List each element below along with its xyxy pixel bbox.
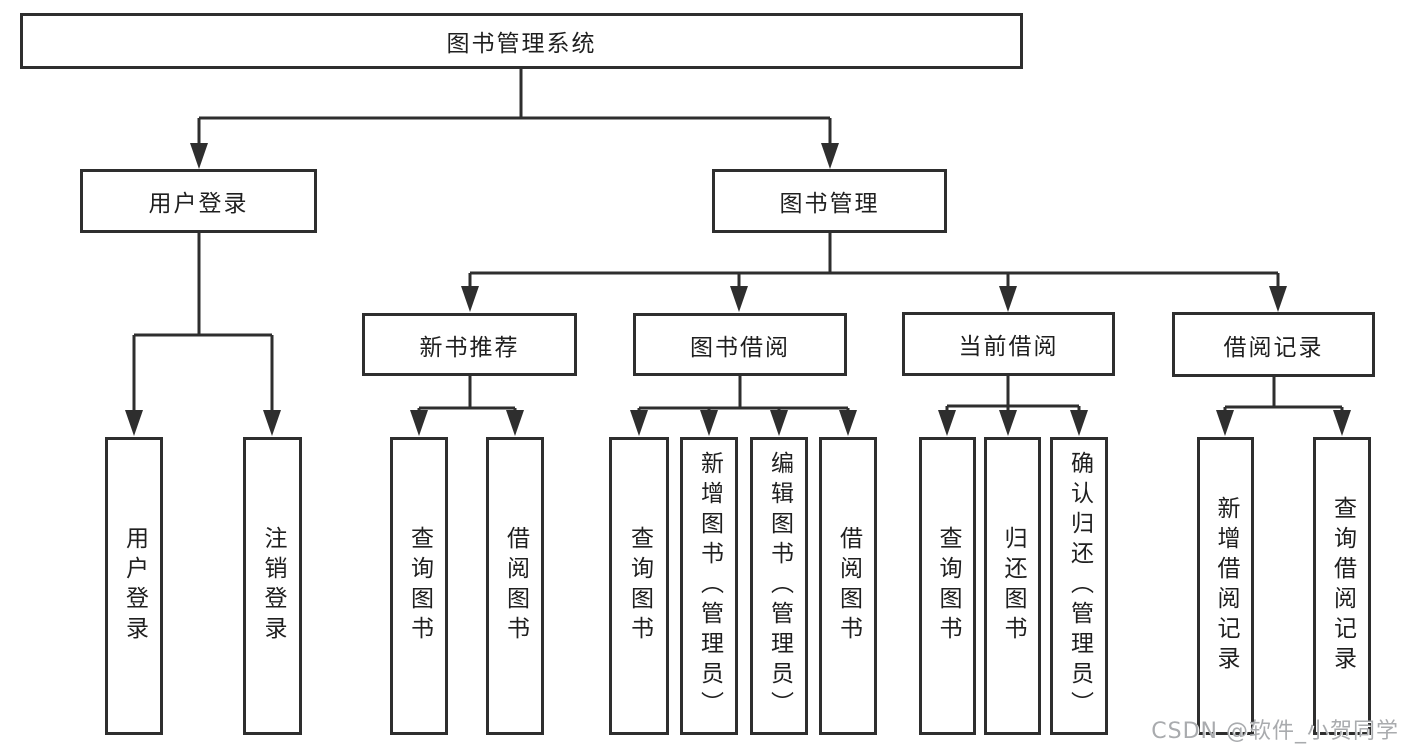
node-label: 用户登录	[148, 191, 249, 217]
node-borrowing-records: 借阅记录	[1172, 312, 1375, 377]
leaf-edit-books-admin: 编辑图书（管理员）	[750, 437, 808, 735]
node-label: 借阅记录	[1223, 334, 1324, 361]
node-label: 查询借阅记录	[1329, 496, 1356, 676]
leaf-confirm-return-admin: 确认归还（管理员）	[1050, 437, 1108, 735]
node-label: 归还图书	[1000, 526, 1026, 646]
node-label: 确认归还（管理员）	[1066, 451, 1093, 721]
node-label: 编辑图书（管理员）	[766, 451, 793, 721]
node-library-management-system: 图书管理系统	[20, 13, 1023, 69]
node-label: 新增图书（管理员）	[696, 451, 723, 721]
csdn-watermark: CSDN @软件_小贺同学	[1151, 719, 1399, 744]
leaf-user-login: 用户登录	[105, 437, 163, 735]
node-label: 查询图书	[626, 526, 653, 646]
leaf-query-books-current: 查询图书	[919, 437, 976, 735]
node-label: 借阅图书	[502, 526, 529, 646]
node-label: 图书借阅	[690, 334, 790, 361]
node-new-book-recommendation: 新书推荐	[362, 313, 577, 376]
node-label: 用户登录	[121, 526, 148, 646]
node-label: 查询图书	[935, 526, 961, 646]
node-label: 图书管理系统	[446, 31, 597, 57]
leaf-borrow-books-borrowing: 借阅图书	[819, 437, 877, 735]
node-label: 注销登录	[260, 526, 286, 646]
node-label: 图书管理	[779, 191, 880, 217]
leaf-add-books-admin: 新增图书（管理员）	[680, 437, 738, 735]
leaf-query-borrow-records: 查询借阅记录	[1313, 437, 1371, 735]
leaf-add-borrow-record: 新增借阅记录	[1197, 437, 1254, 735]
node-current-borrowing: 当前借阅	[902, 312, 1115, 376]
leaf-query-books-recommendation: 查询图书	[390, 437, 448, 735]
node-user-login: 用户登录	[80, 169, 317, 233]
node-book-borrowing: 图书借阅	[633, 313, 847, 376]
leaf-query-books-borrowing: 查询图书	[609, 437, 669, 735]
node-label: 借阅图书	[835, 526, 862, 646]
leaf-return-books: 归还图书	[984, 437, 1041, 735]
node-book-management: 图书管理	[712, 169, 947, 233]
node-label: 新增借阅记录	[1213, 496, 1239, 676]
node-label: 查询图书	[406, 526, 433, 646]
leaf-logout: 注销登录	[243, 437, 302, 735]
node-label: 当前借阅	[958, 334, 1059, 360]
leaf-borrow-books-recommendation: 借阅图书	[486, 437, 544, 735]
node-label: 新书推荐	[419, 334, 520, 361]
